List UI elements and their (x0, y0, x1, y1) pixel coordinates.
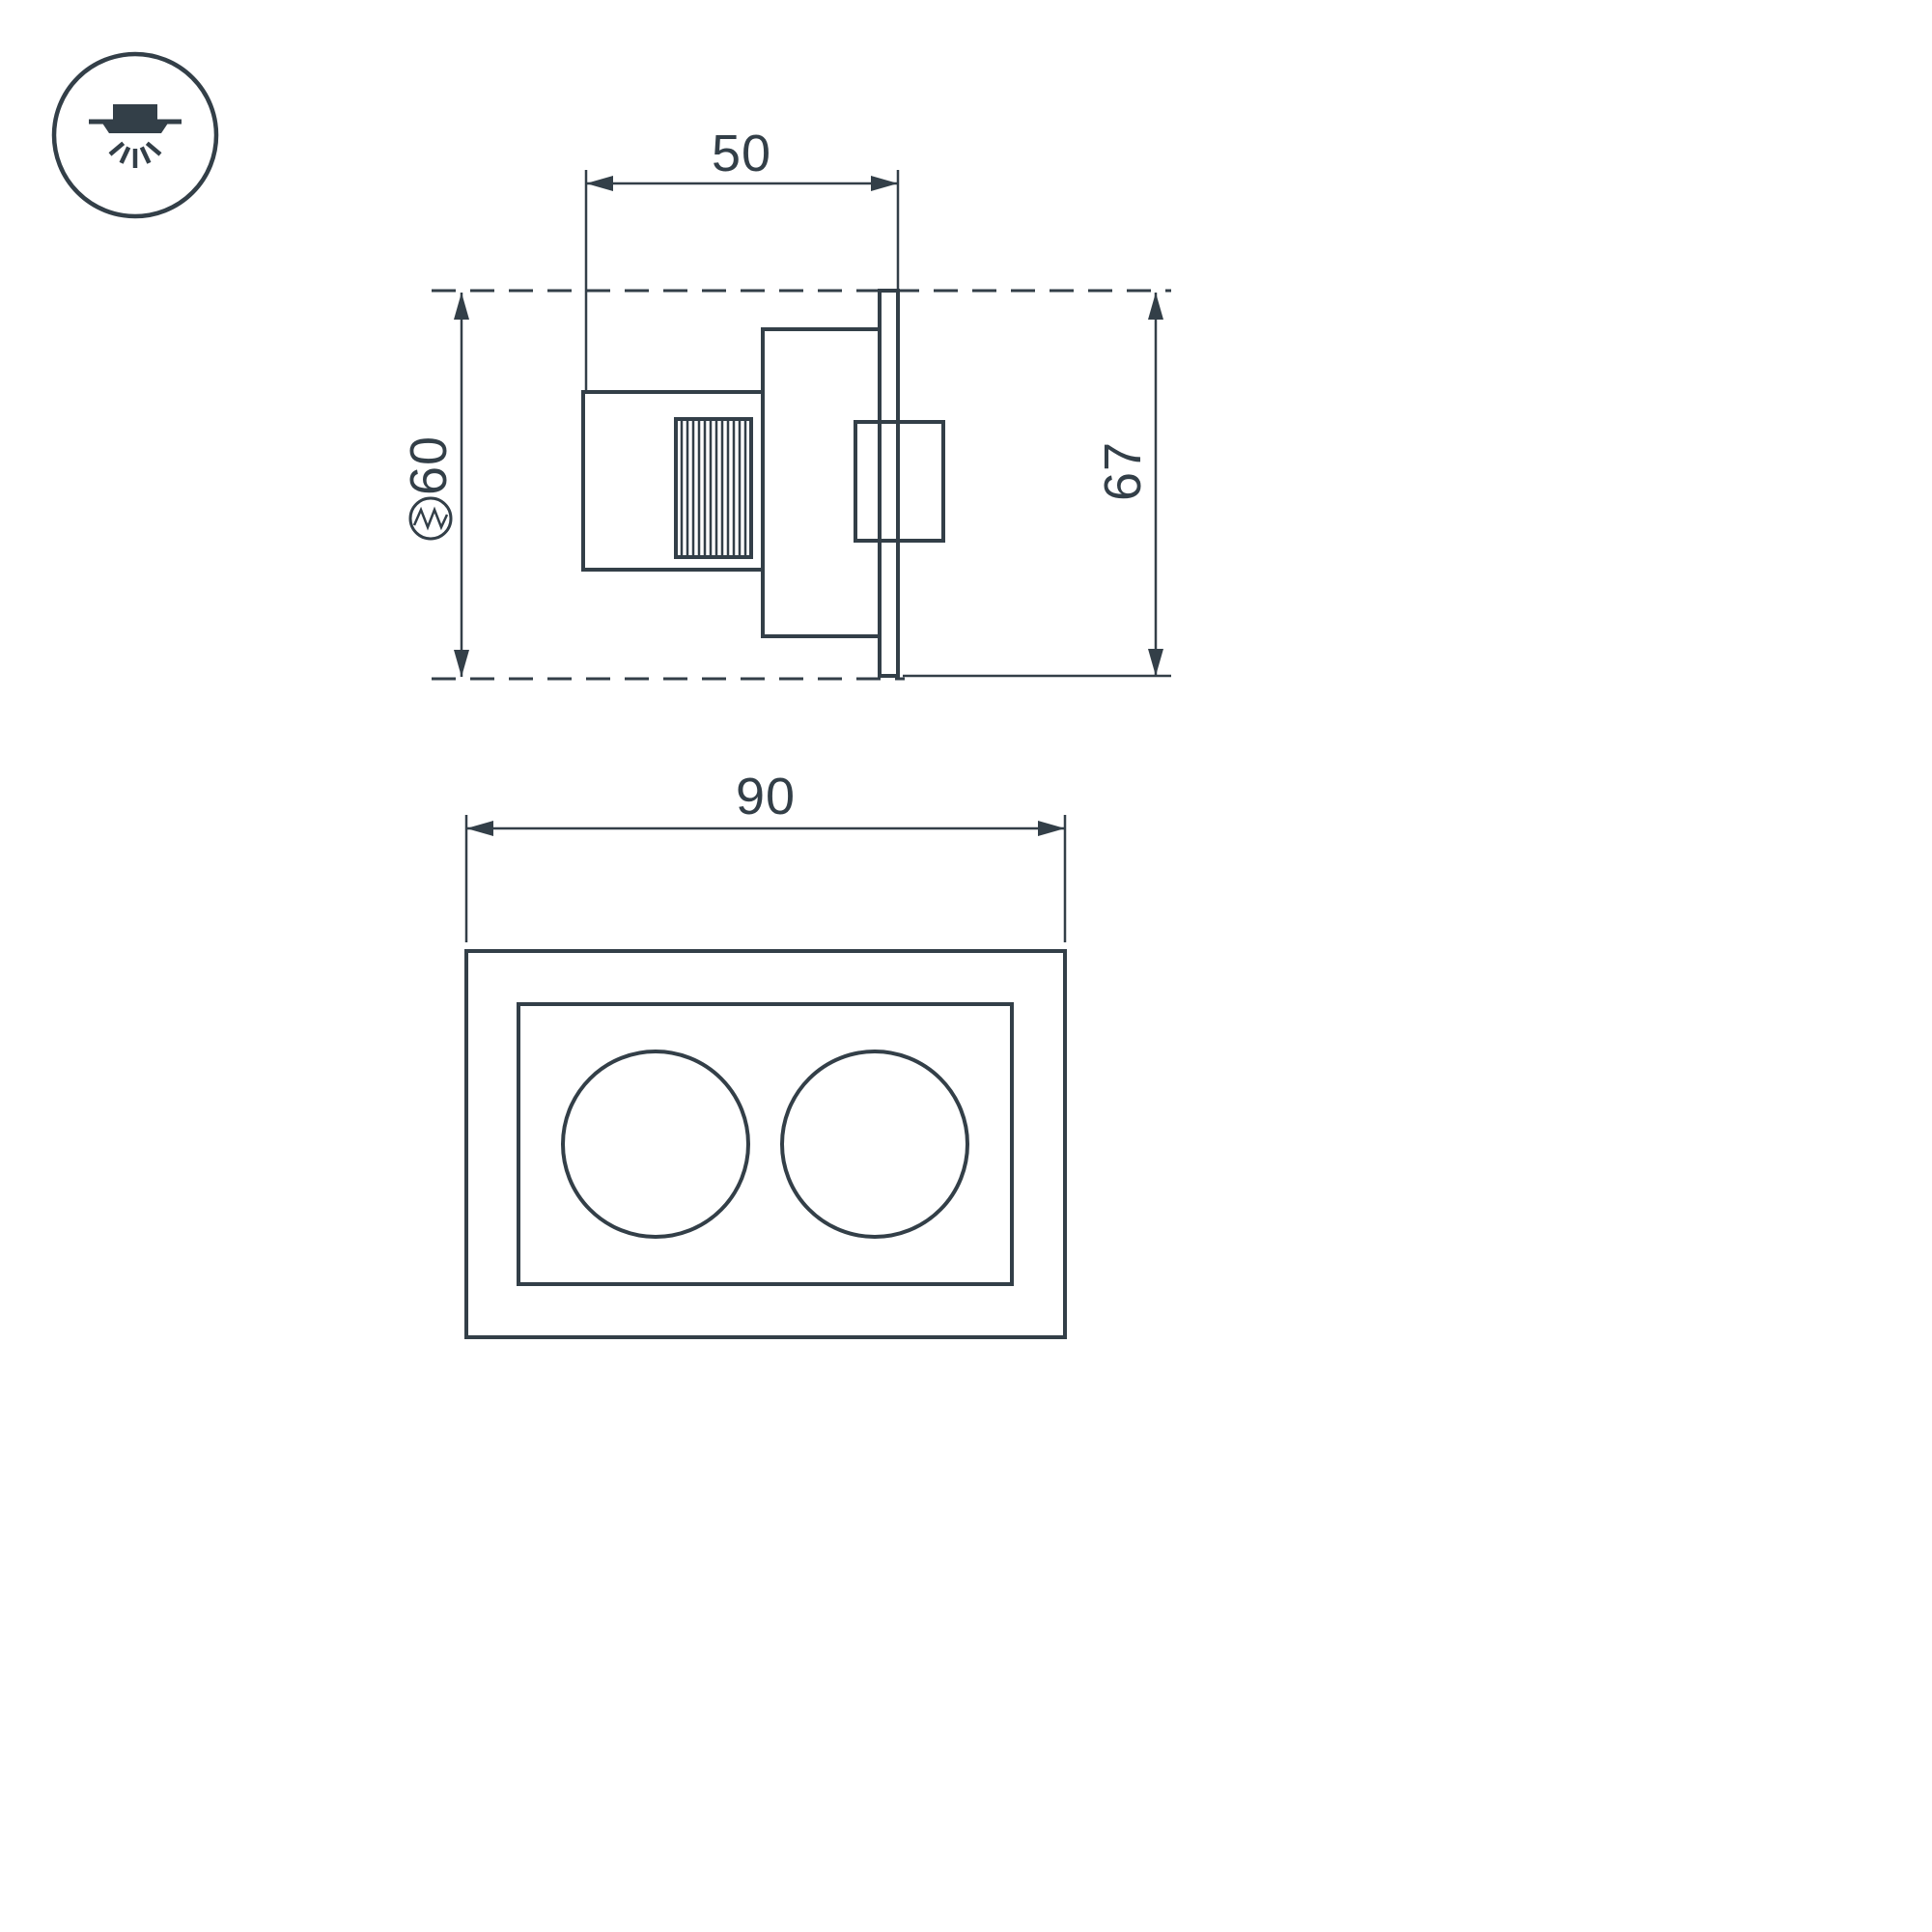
light-rays (108, 141, 162, 168)
arrowhead (1148, 649, 1163, 676)
arrowhead (1148, 293, 1163, 320)
inner-frame (517, 1002, 1014, 1286)
dimension-67: 67 (1094, 293, 1163, 676)
fixture-front-outline (464, 949, 1067, 1339)
flange-plate (878, 289, 900, 678)
dim-67-label: 67 (1094, 441, 1152, 501)
dim-50-label: 50 (712, 125, 771, 182)
fixture-body (761, 327, 882, 638)
lamp-opening-right (780, 1050, 969, 1239)
side-section-view: 50 60 67 (400, 125, 1171, 681)
heatsink-fins (680, 419, 747, 557)
lamp-module (854, 420, 945, 543)
driver-box (581, 390, 765, 572)
front-view: 90 (464, 768, 1067, 1339)
dimension-60: 60 (400, 293, 469, 677)
heatsink-outline (674, 417, 753, 559)
outer-frame (464, 949, 1067, 1339)
lamp-opening-left (561, 1050, 750, 1239)
arrowhead (466, 821, 493, 836)
arrowhead (586, 176, 613, 191)
arrowhead (454, 293, 469, 320)
dimension-90: 90 (464, 768, 1067, 942)
dim-60-label: 60 (400, 435, 458, 495)
recessed-downlight-icon (51, 51, 219, 219)
arrowhead (1038, 821, 1065, 836)
arrowhead (454, 650, 469, 677)
dim-90-label: 90 (736, 768, 796, 826)
dimension-50: 50 (584, 125, 900, 392)
fixture-side-outline (581, 289, 945, 678)
cutout-hole-icon (408, 496, 453, 541)
arrowhead (871, 176, 898, 191)
